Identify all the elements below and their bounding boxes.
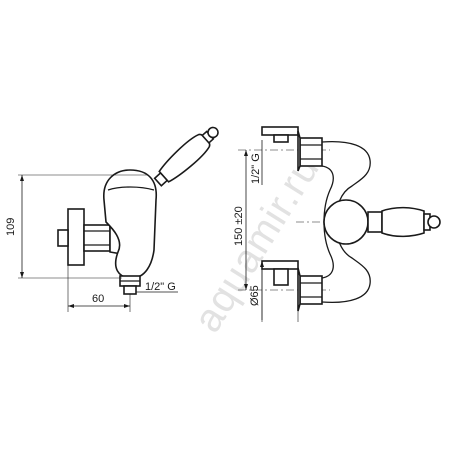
upper-hex-nut bbox=[299, 137, 323, 167]
front-view-dimensions: 150 ±20 1/2" G Ø65 bbox=[233, 140, 299, 322]
front-cartridge-cap bbox=[323, 199, 369, 245]
side-handle bbox=[153, 126, 219, 187]
front-thread-label: 1/2" G bbox=[250, 153, 262, 184]
lower-hex-nut bbox=[299, 275, 323, 305]
front-handle bbox=[367, 206, 441, 238]
height-dimension-label: 109 bbox=[5, 218, 17, 236]
side-view-dimensions: 109 60 1/2" G bbox=[5, 174, 178, 312]
front-upper-connection bbox=[261, 126, 323, 172]
side-view bbox=[57, 126, 219, 295]
side-mixer-body bbox=[103, 169, 157, 279]
front-lower-connection bbox=[261, 260, 323, 312]
side-thread-label: 1/2" G bbox=[145, 281, 176, 293]
side-inlet-stub bbox=[57, 229, 69, 247]
spacing-dimension-label: 150 ±20 bbox=[233, 206, 245, 246]
side-hex-nut bbox=[83, 224, 111, 252]
depth-dimension-label: 60 bbox=[92, 293, 104, 305]
lower-flange bbox=[261, 260, 299, 270]
front-view bbox=[238, 126, 441, 312]
upper-flange bbox=[261, 126, 299, 136]
side-wall-flange bbox=[67, 208, 85, 266]
flange-diameter-label: Ø65 bbox=[249, 285, 261, 306]
